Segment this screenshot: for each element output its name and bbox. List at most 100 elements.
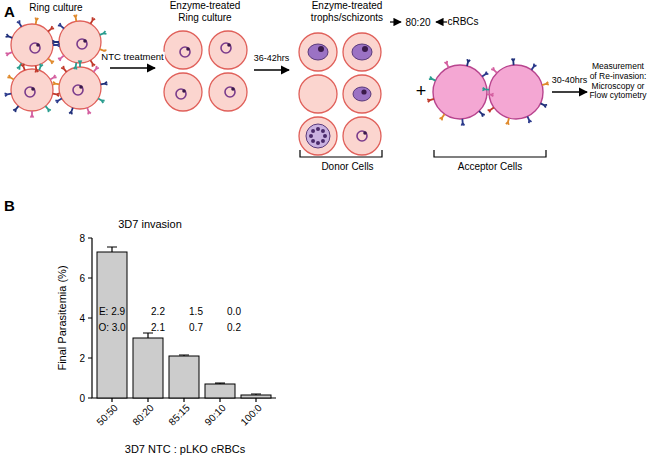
expected-value: 0.0	[227, 306, 241, 317]
receptor	[74, 63, 77, 70]
receptor	[527, 116, 531, 123]
surface-receptors	[5, 15, 549, 126]
donor-cells	[299, 33, 381, 155]
chart-title: 3D7 invasion	[118, 218, 182, 230]
tick-label: 90:10	[202, 402, 227, 427]
tick-label: 4	[79, 313, 85, 324]
receptor	[488, 107, 494, 112]
node-heading: cRBCs	[438, 16, 488, 28]
donor-group: Enzyme-treated trophs/schizontsDonor Cel…	[290, 0, 405, 172]
receptor	[540, 103, 547, 107]
acceptor-group: cRBCsAcceptor Cells	[428, 0, 552, 172]
node-caption: Acceptor Cells	[428, 161, 552, 173]
receptor	[6, 52, 13, 56]
bar	[133, 338, 163, 398]
error-bar	[215, 383, 225, 385]
receptor	[467, 59, 470, 66]
process-arrow	[254, 69, 289, 70]
receptor	[482, 88, 489, 91]
receptor	[48, 58, 54, 63]
mix-ratio: 80:20	[405, 17, 430, 28]
receptor	[512, 58, 515, 65]
axis-title: 3D7 NTC : pLKO cRBCs	[125, 443, 245, 455]
receptor	[58, 55, 64, 60]
node-heading: Ring culture	[2, 2, 110, 14]
receptor	[101, 82, 108, 85]
receptor	[506, 118, 509, 125]
observed-value: 2.1	[151, 322, 165, 333]
receptor	[53, 82, 60, 85]
receptor	[91, 60, 96, 66]
tick-label: 85:15	[166, 402, 191, 427]
ratio-arrow	[390, 21, 401, 22]
axis-title: Final Parasitemia (%)	[56, 265, 68, 370]
receptor	[35, 18, 38, 25]
ratio-arrow	[436, 21, 447, 22]
receptor	[7, 75, 13, 80]
step-label: 30-40hrs	[551, 76, 589, 86]
ring-nuclei	[31, 39, 367, 135]
bar	[169, 356, 199, 398]
observed-value: O: 3.0	[98, 322, 125, 333]
readout-step: Measurement of Re-invasion: Microscopy o…	[588, 62, 648, 124]
expected-value: E: 2.9	[99, 306, 125, 317]
step-label: 36-42hrs	[253, 54, 291, 64]
donor-bracket	[300, 150, 382, 157]
receptor	[35, 66, 38, 73]
receptor	[13, 106, 18, 112]
process-arrow	[110, 67, 155, 68]
tick-label: 0	[79, 393, 85, 404]
node-heading: Enzyme-treated Ring culture	[160, 0, 250, 23]
bar	[205, 384, 235, 398]
acceptor-bracket	[434, 150, 546, 157]
merozoite	[316, 127, 320, 131]
receptor	[427, 99, 434, 102]
culture-group: Ring culture	[2, 2, 110, 112]
receptor	[531, 64, 536, 70]
trophozoites	[308, 44, 372, 101]
error-bar	[179, 355, 189, 356]
tick-label: 6	[79, 273, 85, 284]
receptor	[482, 72, 488, 77]
panel-letter: A	[4, 4, 15, 21]
receptor	[52, 41, 59, 44]
treated-ring-cells	[164, 31, 247, 111]
receptor	[74, 15, 77, 22]
expected-value: 1.5	[189, 306, 203, 317]
observed-value: 0.7	[189, 322, 203, 333]
receptor	[17, 63, 22, 69]
merozoite	[311, 139, 315, 143]
process-arrow	[552, 91, 587, 92]
merozoite	[323, 134, 327, 138]
receptor	[479, 111, 485, 117]
receptor	[53, 44, 60, 47]
receptor	[5, 93, 12, 96]
culture-group: Enzyme-treated Ring culture	[156, 0, 254, 112]
ring-culture-cells	[11, 21, 101, 111]
receptor	[98, 99, 104, 104]
error-bar	[251, 394, 261, 395]
receptor	[93, 66, 98, 72]
receptor	[461, 119, 464, 126]
expected-value: 2.2	[151, 306, 165, 317]
tick-label: 8	[79, 233, 85, 244]
receptor	[17, 20, 22, 26]
receptor	[45, 106, 50, 112]
receptor	[542, 82, 549, 85]
panel-letter: B	[4, 198, 15, 215]
node-caption: Donor Cells	[290, 161, 405, 173]
receptor	[79, 60, 82, 67]
receptor	[50, 75, 56, 80]
receptor	[31, 111, 34, 118]
receptor	[440, 114, 445, 120]
merozoite	[311, 129, 315, 133]
receptor	[91, 17, 96, 23]
receptor	[69, 108, 73, 115]
receptor	[58, 23, 64, 28]
tick-label: 50:50	[94, 402, 119, 427]
receptor	[6, 34, 13, 38]
receptor	[55, 99, 61, 104]
tick-label: 100:0	[238, 402, 263, 427]
